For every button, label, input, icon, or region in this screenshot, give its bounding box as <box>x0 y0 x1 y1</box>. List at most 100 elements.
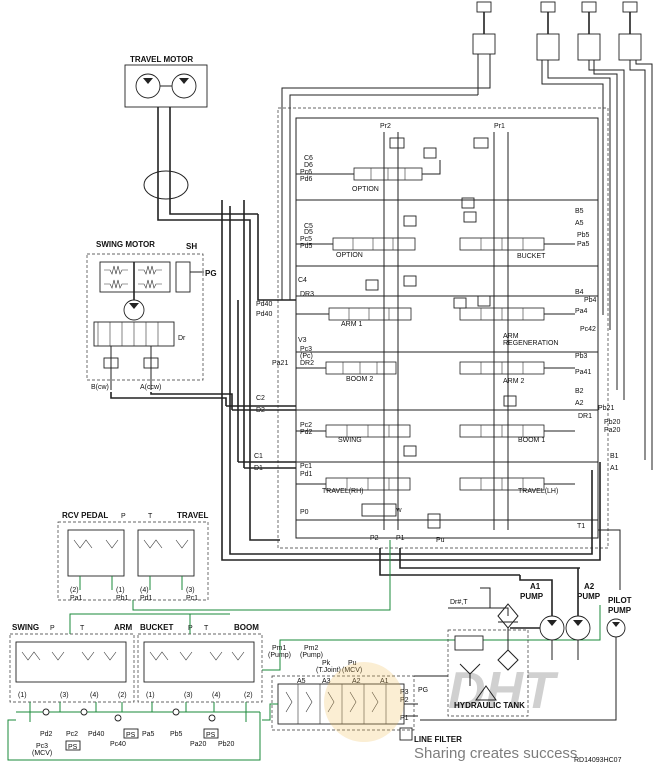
bucket-lever-label: BUCKET <box>140 623 173 632</box>
sol-a3: A3 <box>322 678 331 685</box>
left-lever-2: (2) <box>118 692 127 699</box>
port-b4: B4 <box>575 289 584 296</box>
dr-label: Dr <box>178 335 186 342</box>
left-lever-1: (1) <box>18 692 27 699</box>
a1-pump-label-2: PUMP <box>520 592 544 601</box>
a1-pump-label: A1 <box>530 582 541 591</box>
port-pa21: Pa21 <box>272 360 288 367</box>
port-pd2: Pd2 <box>300 429 313 436</box>
port-a5: A5 <box>575 220 584 227</box>
watermark: DHT Sharing creates success <box>324 662 577 762</box>
sol-a2: A2 <box>352 678 361 685</box>
port-pd40: Pd40 <box>256 301 272 308</box>
pedal-port-4: (4) <box>140 587 149 594</box>
port-c5: C5 <box>304 223 313 230</box>
spool-arm-2: ARM 2 <box>459 361 545 385</box>
right-lever-1: (1) <box>146 692 155 699</box>
arm2-label: ARM 2 <box>503 378 525 385</box>
port-dr1: DR1 <box>578 413 592 420</box>
spool-arm-regeneration: ARM REGENERATION <box>459 307 559 347</box>
bucket-label: BUCKET <box>517 253 546 260</box>
port-pc6: Pc6 <box>300 169 312 176</box>
travel-pedal-label: TRAVEL <box>177 511 209 520</box>
cylinders <box>472 1 642 95</box>
port-p1: P1 <box>396 535 405 542</box>
arm-regen-label-2: REGENERATION <box>503 340 559 347</box>
swing-label: SWING <box>338 437 362 444</box>
pedal-port-2: (2) <box>70 587 79 594</box>
rcv-lever-right: BUCKET BOOM P T (1) (3) (4) (2) <box>137 623 263 703</box>
ps-switch-3: PS <box>206 732 216 739</box>
port-b1: B1 <box>610 453 619 460</box>
cylinder-boom-1 <box>577 1 601 61</box>
port-pu: Pu <box>436 537 445 544</box>
port-pd6: Pd6 <box>300 176 313 183</box>
arm-regen-label: ARM <box>503 333 519 340</box>
drt-label: Dr#,T <box>450 599 468 606</box>
ps-switch-1: PS <box>68 744 78 751</box>
lever-pc3: Pc3 <box>36 743 48 750</box>
port-b5: B5 <box>575 208 584 215</box>
travel-motor: TRAVEL MOTOR <box>124 55 280 541</box>
boom-lever-label: BOOM <box>234 623 259 632</box>
a2-pump-label: A2 <box>584 582 595 591</box>
pm1-sub: (Pump) <box>268 652 291 659</box>
spool-swing: SWING <box>325 424 411 444</box>
ps-switch-2: PS <box>126 732 136 739</box>
port-v3: V3 <box>298 337 307 344</box>
pu-sub: (MCV) <box>342 667 362 674</box>
right-lever-2: (2) <box>244 692 253 699</box>
mcv-passages <box>296 132 598 530</box>
lever-pb20: Pb20 <box>218 741 234 748</box>
pg-label: PG <box>205 269 217 278</box>
b-cw-port: B(cw) <box>91 384 109 391</box>
port-pc3: Pc3 <box>300 346 312 353</box>
boom2-label: BOOM 2 <box>346 376 373 383</box>
spool-option-lower: OPTION <box>332 237 416 259</box>
travel-lh-label: TRAVEL(LH) <box>518 488 558 495</box>
left-lever-p: P <box>50 625 55 632</box>
a-ccw-port: A(ccw) <box>140 384 161 391</box>
boom1-label: BOOM 1 <box>518 437 545 444</box>
port-c6: C6 <box>304 155 313 162</box>
left-lever-4: (4) <box>90 692 99 699</box>
port-pa4: Pa4 <box>575 308 588 315</box>
pr1-label: Pr1 <box>494 123 505 130</box>
rcv-lever-left: SWING ARM P T (1) (3) (4) (2) <box>9 623 135 703</box>
a2-pump-label-2: PUMP <box>577 592 601 601</box>
left-lever-t: T <box>80 625 85 632</box>
port-t1: T1 <box>577 523 585 530</box>
pilot-lines <box>7 540 601 761</box>
line-filter-label: LINE FILTER <box>414 735 462 744</box>
port-pc1: Pc1 <box>300 463 312 470</box>
port-dr2: DR2 <box>300 360 314 367</box>
hydraulic-tank-area: Dr#,T HYDRAULIC TANK LINE FILTER <box>399 587 529 744</box>
pm1-label: Pm1 <box>272 645 287 652</box>
rcv-p-port: P <box>121 513 126 520</box>
pedal-port-1: (1) <box>116 587 125 594</box>
cylinder-bucket <box>472 1 496 95</box>
spool-boom-1: BOOM 1 <box>459 424 545 444</box>
drawing-number: RD14093HC07 <box>574 757 622 764</box>
spool-travel-rh: TRAVEL(RH) <box>322 477 411 495</box>
hydraulic-tank-label: HYDRAULIC TANK <box>454 701 525 710</box>
pu-label: Pu <box>348 660 357 667</box>
pk-sub: (T.Joint) <box>316 667 341 674</box>
cylinder-arm <box>536 1 560 61</box>
cylinder-lines <box>281 60 653 470</box>
rcv-pedal: RCV PEDAL TRAVEL P T (2) (1) (4) (3) Pa1… <box>57 511 209 602</box>
mcv-right-ports: B5 A5 Pb5 Pa5 B4 Pb4 Pa4 Pc42 Pb3 Pa41 B… <box>370 208 620 544</box>
sh-label: SH <box>186 242 197 251</box>
spool-travel-lh: TRAVEL(LH) <box>459 477 558 495</box>
pr2-label: Pr2 <box>380 123 391 130</box>
port-c1: C1 <box>254 453 263 460</box>
pilot-pump-label: PILOT <box>608 596 632 605</box>
pedal-port-3: (3) <box>186 587 195 594</box>
port-pa5: Pa5 <box>577 241 590 248</box>
pm2-label: Pm2 <box>304 645 319 652</box>
port-p0: P0 <box>300 509 309 516</box>
port-pd5: Pd5 <box>300 243 313 250</box>
port-pa20: Pa20 <box>604 427 620 434</box>
sol-p1: P1 <box>400 715 409 722</box>
